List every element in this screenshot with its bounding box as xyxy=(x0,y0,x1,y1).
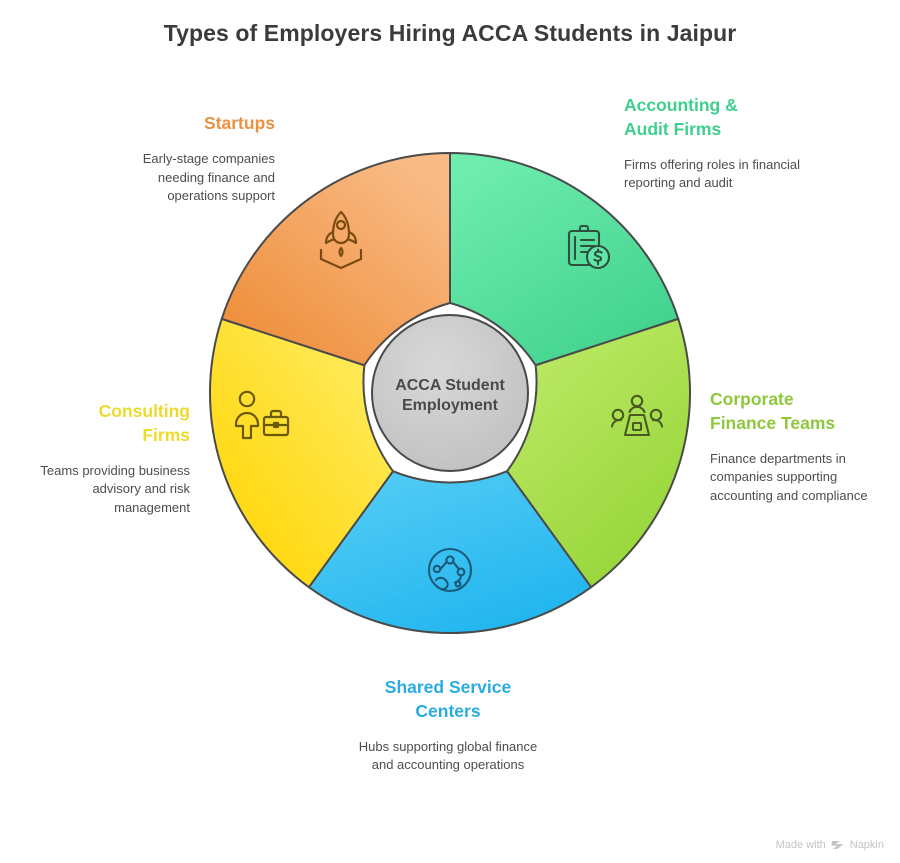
hub-circle[interactable] xyxy=(371,314,529,472)
team-meeting-icon xyxy=(610,394,664,437)
segment-consulting-firms[interactable] xyxy=(208,317,395,589)
node-heading: Shared Service Centers xyxy=(358,676,538,724)
node-description: Hubs supporting global finance and accou… xyxy=(358,738,538,773)
node-heading: Accounting & Audit Firms xyxy=(624,94,804,142)
node-heading-line1: Accounting & xyxy=(624,95,738,115)
person-briefcase-icon xyxy=(234,390,290,440)
node-heading-line2: Audit Firms xyxy=(624,118,722,139)
watermark: Made with Napkin xyxy=(776,839,884,851)
hub-label: ACCA Student Employment xyxy=(370,376,530,417)
node-shared-service-centers[interactable]: Shared Service Centers Hubs supporting g… xyxy=(358,676,538,775)
segment-shared-service-centers[interactable] xyxy=(307,470,593,635)
node-consulting-firms[interactable]: Consulting Firms Teams providing busines… xyxy=(30,400,190,518)
node-heading-line1: Startups xyxy=(204,113,275,133)
node-heading-line2: Firms xyxy=(142,424,190,445)
node-heading-line2: Centers xyxy=(415,700,481,721)
node-heading-line1: Shared Service xyxy=(384,677,512,697)
hub-label-line1: ACCA Student xyxy=(395,377,505,394)
cycle-ring-svg xyxy=(208,152,692,635)
napkin-logo-icon xyxy=(831,841,844,849)
page-title: Types of Employers Hiring ACCA Students … xyxy=(0,20,900,47)
node-heading-line1: Corporate xyxy=(710,389,794,409)
segment-startups[interactable] xyxy=(220,152,451,367)
clipboard-dollar-icon xyxy=(567,224,611,270)
node-description: Early-stage companies needing finance an… xyxy=(142,150,275,204)
node-description: Finance departments in companies support… xyxy=(710,450,868,504)
watermark-brand: Napkin xyxy=(849,839,884,851)
watermark-prefix: Made with xyxy=(775,839,826,851)
node-heading-line2: Finance Teams xyxy=(710,412,836,433)
node-heading: Startups xyxy=(110,112,275,136)
node-startups[interactable]: Startups Early-stage companies needing f… xyxy=(110,112,275,206)
node-description: Teams providing business advisory and ri… xyxy=(40,462,190,516)
hub-label-line2: Employment xyxy=(401,397,498,415)
node-description: Firms offering roles in financial report… xyxy=(624,156,801,191)
node-accounting-audit-firms[interactable]: Accounting & Audit Firms Firms offering … xyxy=(624,94,804,193)
node-heading: Consulting Firms xyxy=(30,400,190,448)
node-heading: Corporate Finance Teams xyxy=(710,388,890,436)
globe-network-icon xyxy=(427,547,473,593)
node-heading-line1: Consulting xyxy=(98,401,190,421)
rocket-launch-icon xyxy=(319,210,363,270)
segment-accounting-audit-firms[interactable] xyxy=(449,152,680,367)
node-corporate-finance-teams[interactable]: Corporate Finance Teams Finance departme… xyxy=(710,388,890,506)
segment-corporate-finance-teams[interactable] xyxy=(505,317,692,589)
page-title-text: Types of Employers Hiring ACCA Students … xyxy=(163,20,737,46)
